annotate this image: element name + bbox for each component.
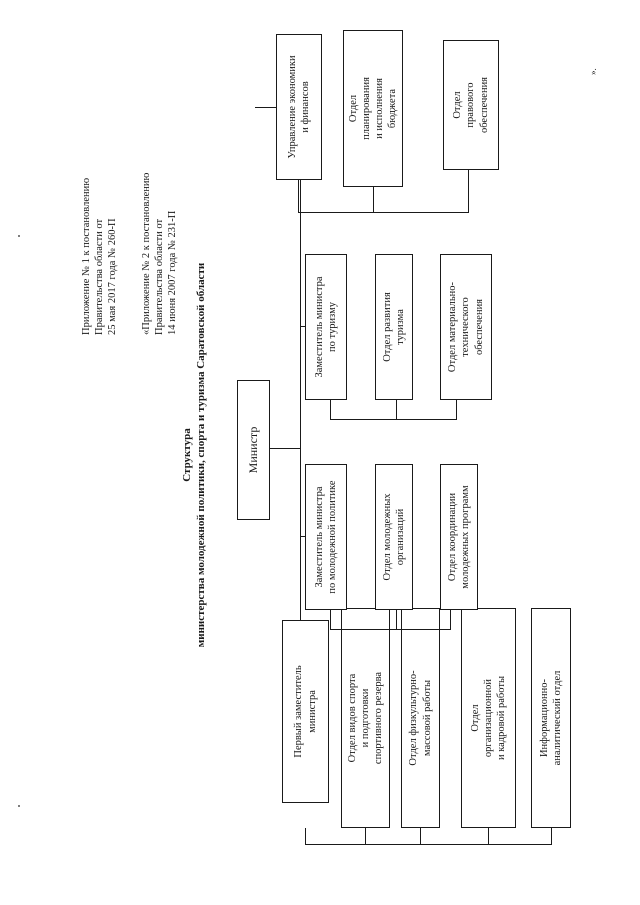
box-tourism-dev: Отдел развития туризма bbox=[375, 254, 413, 400]
appendix-note-1: Приложение № 1 к постановлению Правитель… bbox=[81, 177, 119, 335]
box-logistics: Отдел материально- технического обеспече… bbox=[440, 254, 492, 400]
connector-col3-stub-2 bbox=[396, 400, 397, 420]
connector-col4-stub-3 bbox=[468, 170, 469, 213]
connector-col2-bus bbox=[330, 629, 450, 630]
box-legal: Отдел правового обеспечения bbox=[443, 40, 499, 170]
box-budget: Отдел планирования и исполнения бюджета bbox=[343, 30, 403, 187]
connector-col2-stub-3 bbox=[450, 610, 451, 630]
connector-col2-stub-1 bbox=[330, 610, 331, 630]
box-sport-reserve: Отдел видов спорта и подготовки спортивн… bbox=[341, 608, 390, 828]
connector-col3-bus bbox=[330, 419, 456, 420]
connector-minister-down bbox=[270, 448, 300, 449]
connector-col1-bus-top bbox=[305, 828, 306, 845]
connector-col1-stub-3 bbox=[420, 828, 421, 845]
box-info-analytics: Информационно- аналитический отдел bbox=[531, 608, 571, 828]
box-mass-sport: Отдел физкультурно- массовой работы bbox=[401, 608, 440, 828]
connector-col3-stub-1 bbox=[330, 400, 331, 420]
connector-col4-bus bbox=[298, 212, 468, 213]
scan-speck bbox=[18, 805, 20, 807]
box-economics: Управление экономики и финансов bbox=[276, 34, 322, 180]
box-first-deputy: Первый заместитель министра bbox=[282, 620, 329, 803]
box-minister: Министр bbox=[237, 380, 270, 520]
document-title: Структура министерства молодежной полити… bbox=[180, 175, 209, 735]
connector-col3-stub-3 bbox=[456, 400, 457, 420]
connector-col1-stub-2 bbox=[365, 828, 366, 845]
connector-col1-stub-5 bbox=[551, 828, 552, 845]
connector-col4-stub-1 bbox=[298, 180, 299, 213]
box-deputy-youth: Заместитель министра по молодежной полит… bbox=[305, 464, 347, 610]
scan-speck bbox=[18, 235, 20, 237]
connector-col2-stub-2 bbox=[396, 610, 397, 630]
title-heading: Структура bbox=[181, 428, 193, 482]
box-deputy-tourism: Заместитель министра по туризму bbox=[305, 254, 347, 400]
connector-col1-stub-4 bbox=[488, 828, 489, 845]
box-org-hr: Отдел организационной и кадровой работы bbox=[461, 608, 516, 828]
box-youth-orgs: Отдел молодежных организаций bbox=[375, 464, 413, 610]
appendix-note-2: «Приложение № 2 к постановлению Правител… bbox=[141, 172, 179, 335]
title-subheading: министерства молодежной политики, спорта… bbox=[195, 262, 208, 648]
page-mark: ». bbox=[588, 68, 598, 75]
connector-col1-bus bbox=[305, 844, 551, 845]
box-youth-programs: Отдел координации молодежных программ bbox=[440, 464, 478, 610]
connector-col4-stub-2 bbox=[373, 187, 374, 213]
